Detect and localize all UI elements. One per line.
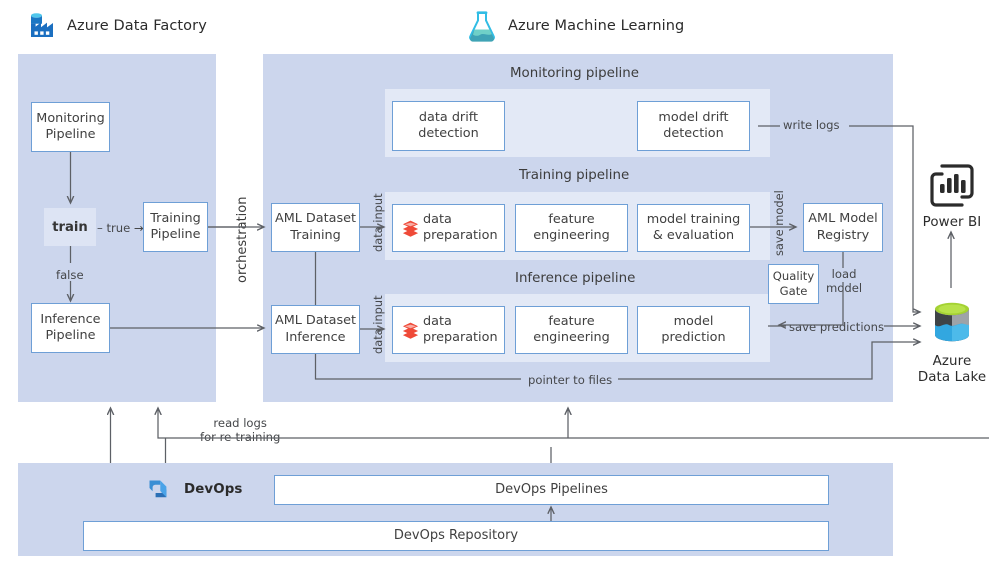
- aml-header-label: Azure Machine Learning: [508, 18, 685, 34]
- azure-data-lake-line1: Azure: [932, 354, 972, 369]
- devops-label: DevOps: [184, 481, 243, 497]
- azure-data-lake-service[interactable]: Azure Data Lake: [908, 300, 996, 386]
- data-input-training-label: data input: [371, 193, 385, 252]
- load-model-line2: model: [826, 281, 863, 296]
- load-model-label: load model: [826, 267, 862, 296]
- aml-dataset-inference-box[interactable]: AML Dataset Inference: [271, 305, 360, 354]
- adf-training-pipeline-line1: Training: [150, 210, 201, 226]
- data-input-inference-label: data input: [371, 295, 385, 354]
- inference-pipeline-title: Inference pipeline: [515, 271, 636, 286]
- model-drift-detection-line2: detection: [663, 126, 724, 141]
- aml-model-registry-line2: Registry: [816, 227, 870, 243]
- inference-data-preparation-line1: data: [423, 313, 452, 329]
- save-model-label: save model: [772, 190, 786, 256]
- orchestration-label: orchestration: [235, 196, 250, 283]
- model-drift-detection-line1: model drift: [658, 109, 729, 125]
- adf-monitoring-pipeline-box[interactable]: Monitoring Pipeline: [31, 102, 110, 152]
- adf-monitoring-pipeline-line2: Pipeline: [45, 127, 96, 142]
- power-bi-icon: [928, 163, 976, 209]
- aml-dataset-training-line1: AML Dataset: [274, 211, 357, 227]
- power-bi-service[interactable]: Power BI: [908, 163, 996, 230]
- read-logs-line1: read logs: [213, 416, 267, 430]
- model-prediction-line2: prediction: [661, 330, 726, 345]
- adf-monitoring-pipeline-line1: Monitoring: [36, 110, 105, 126]
- azure-machine-learning-icon: [467, 10, 497, 42]
- devops-header: DevOps: [143, 474, 242, 504]
- azure-data-lake-label: Azure Data Lake: [908, 354, 996, 386]
- azure-data-lake-line2: Data Lake: [917, 370, 987, 386]
- aml-dataset-training-box[interactable]: AML Dataset Training: [271, 203, 360, 252]
- training-data-preparation-line1: data: [423, 211, 452, 227]
- aml-model-registry-line1: AML Model: [808, 211, 878, 227]
- model-prediction-box[interactable]: model prediction: [637, 306, 750, 354]
- data-stack-icon: [401, 219, 420, 238]
- quality-gate-line1: Quality: [772, 269, 815, 284]
- quality-gate-line2: Gate: [779, 284, 808, 298]
- aml-model-registry-box[interactable]: AML Model Registry: [803, 203, 883, 252]
- training-feature-engineering-box[interactable]: feature engineering: [515, 204, 628, 252]
- adf-inference-pipeline-box[interactable]: Inference Pipeline: [31, 303, 110, 353]
- aml-dataset-inference-line1: AML Dataset: [274, 313, 357, 329]
- read-logs-line2: for re-training: [200, 430, 281, 445]
- data-drift-detection-line2: detection: [418, 126, 479, 141]
- inference-data-preparation-box[interactable]: data preparation: [392, 306, 505, 354]
- adf-header-label: Azure Data Factory: [67, 18, 207, 34]
- data-stack-icon: [401, 321, 420, 340]
- write-logs-label: write logs: [783, 118, 840, 132]
- devops-pipelines-label: DevOps Pipelines: [495, 481, 608, 497]
- devops-pipelines-box[interactable]: DevOps Pipelines: [274, 475, 829, 505]
- model-prediction-line1: model: [673, 313, 714, 329]
- model-training-evaluation-box[interactable]: model training & evaluation: [637, 204, 750, 252]
- model-training-evaluation-line2: & evaluation: [652, 228, 735, 243]
- inference-data-preparation-line2: preparation: [423, 330, 498, 345]
- training-data-preparation-box[interactable]: data preparation: [392, 204, 505, 252]
- training-feature-engineering-line1: feature: [548, 211, 595, 227]
- azure-data-factory-icon: [24, 10, 56, 42]
- devops-repository-box[interactable]: DevOps Repository: [83, 521, 829, 551]
- model-training-evaluation-line1: model training: [646, 211, 741, 227]
- aml-dataset-inference-line2: Inference: [285, 329, 346, 345]
- inference-feature-engineering-box[interactable]: feature engineering: [515, 306, 628, 354]
- monitoring-pipeline-title: Monitoring pipeline: [510, 66, 639, 81]
- adf-training-pipeline-line2: Pipeline: [150, 227, 201, 242]
- adf-training-pipeline-box[interactable]: Training Pipeline: [143, 202, 208, 252]
- azure-devops-icon: [143, 474, 173, 504]
- save-predictions-label: save predictions: [789, 320, 885, 334]
- quality-gate-box[interactable]: Quality Gate: [768, 264, 819, 304]
- adf-header: Azure Data Factory: [24, 10, 207, 42]
- data-drift-detection-box[interactable]: data drift detection: [392, 101, 505, 151]
- aml-dataset-training-line2: Training: [290, 227, 341, 243]
- adf-inference-pipeline-line1: Inference: [40, 311, 101, 327]
- read-logs-label: read logs for re-training: [200, 416, 280, 445]
- model-drift-detection-box[interactable]: model drift detection: [637, 101, 750, 151]
- adf-train-decision-label: train: [52, 219, 88, 235]
- data-drift-detection-line1: data drift: [418, 109, 479, 125]
- azure-data-lake-icon: [930, 300, 974, 348]
- devops-repository-label: DevOps Repository: [393, 527, 519, 543]
- power-bi-label: Power BI: [922, 215, 982, 230]
- adf-inference-pipeline-line2: Pipeline: [45, 328, 96, 343]
- adf-false-label: false: [56, 268, 84, 282]
- aml-header: Azure Machine Learning: [467, 10, 684, 42]
- adf-train-decision[interactable]: train: [44, 208, 96, 246]
- inference-feature-engineering-line2: engineering: [533, 330, 610, 345]
- load-model-line1: load: [831, 267, 857, 281]
- training-pipeline-title: Training pipeline: [519, 168, 630, 183]
- pointer-to-files-label: pointer to files: [528, 373, 613, 387]
- inference-feature-engineering-line1: feature: [548, 313, 595, 329]
- training-feature-engineering-line2: engineering: [533, 228, 610, 243]
- adf-true-label: – true →: [97, 221, 144, 235]
- training-data-preparation-line2: preparation: [423, 228, 498, 243]
